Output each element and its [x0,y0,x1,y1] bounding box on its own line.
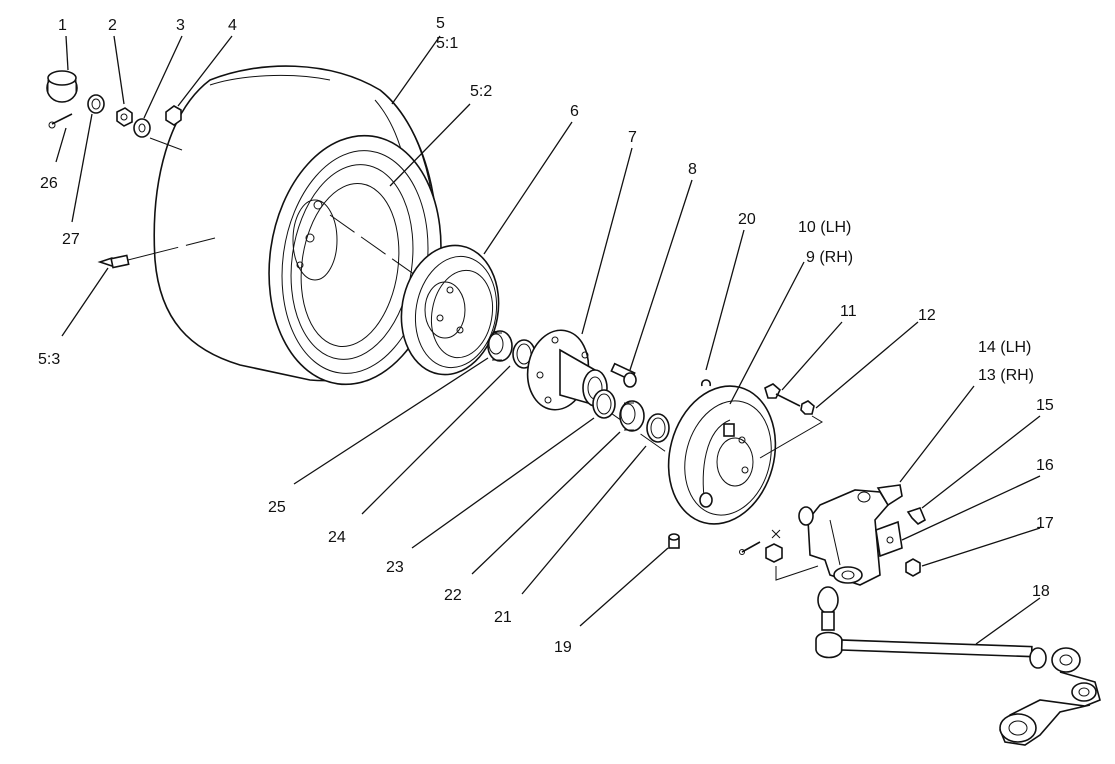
outer-bearing [487,330,513,362]
callout-5: 5 [436,15,445,32]
spindle [798,484,903,586]
callout-14: 14 (LH) [978,339,1031,356]
valve-centerline [119,237,216,263]
jam-nut [905,558,921,577]
callout-11: 11 [840,303,857,320]
callout-6: 6 [570,103,579,120]
tie-rod-cotter-pin [739,541,761,555]
callout-3: 3 [176,17,185,34]
callout-1: 1 [58,17,67,34]
spring-clip [701,379,711,387]
tie-rod [815,586,1081,673]
callout-7: 7 [628,129,637,146]
callout-18: 18 [1032,583,1050,600]
brake-assembly [667,385,777,525]
callout-23: 23 [386,559,404,576]
mounting-bracket [875,520,903,558]
hardware-axis [149,137,183,151]
wheel-hub [526,329,608,411]
washer [133,118,151,138]
callout-4: 4 [228,17,237,34]
callout-19: 19 [554,639,572,656]
callout-15: 15 [1036,397,1054,414]
callout-5-3: 5:3 [38,351,60,368]
grease-seal [646,413,670,443]
callout-labels: 1 2 3 4 5 5:1 5:2 6 7 8 20 10 (LH) 9 (RH… [38,15,1054,656]
tire [153,65,442,386]
callout-20: 20 [738,211,756,228]
callout-2: 2 [108,17,117,34]
tie-rod-castle-nut [765,543,783,563]
retaining-clip [906,507,927,525]
hardware-cross [771,529,781,539]
callout-24: 24 [328,529,346,546]
callout-5-1: 5:1 [436,35,458,52]
callout-16: 16 [1036,457,1054,474]
grease-fitting [668,533,680,549]
inner-bearing [619,400,645,432]
brake-drum [400,244,500,376]
callout-12: 12 [918,307,936,324]
castle-nut [87,94,105,114]
callout-27: 27 [62,231,80,248]
callout-25: 25 [268,499,286,516]
wheel-nut [165,105,182,126]
callout-13: 13 (RH) [978,367,1034,384]
hardware-bracket-line [775,565,819,581]
callout-21: 21 [494,609,512,626]
callout-9: 9 (RH) [806,249,853,266]
callout-8: 8 [688,161,697,178]
wheel-bolt [610,362,637,388]
backing-plate-bolt [764,383,801,407]
hub-cap [46,70,78,103]
callout-17: 17 [1036,515,1054,532]
inner-race [592,389,616,419]
callout-22: 22 [444,587,462,604]
cotter-pin [48,113,73,129]
leader-lines [55,35,1041,645]
bolt-axis [759,415,823,459]
valve-stem [97,254,130,269]
steering-arm [999,671,1101,746]
lug-nut [116,107,133,127]
callout-5-2: 5:2 [470,83,492,100]
callout-26: 26 [40,175,58,192]
callout-10: 10 (LH) [798,219,851,236]
lock-nut [800,400,815,415]
